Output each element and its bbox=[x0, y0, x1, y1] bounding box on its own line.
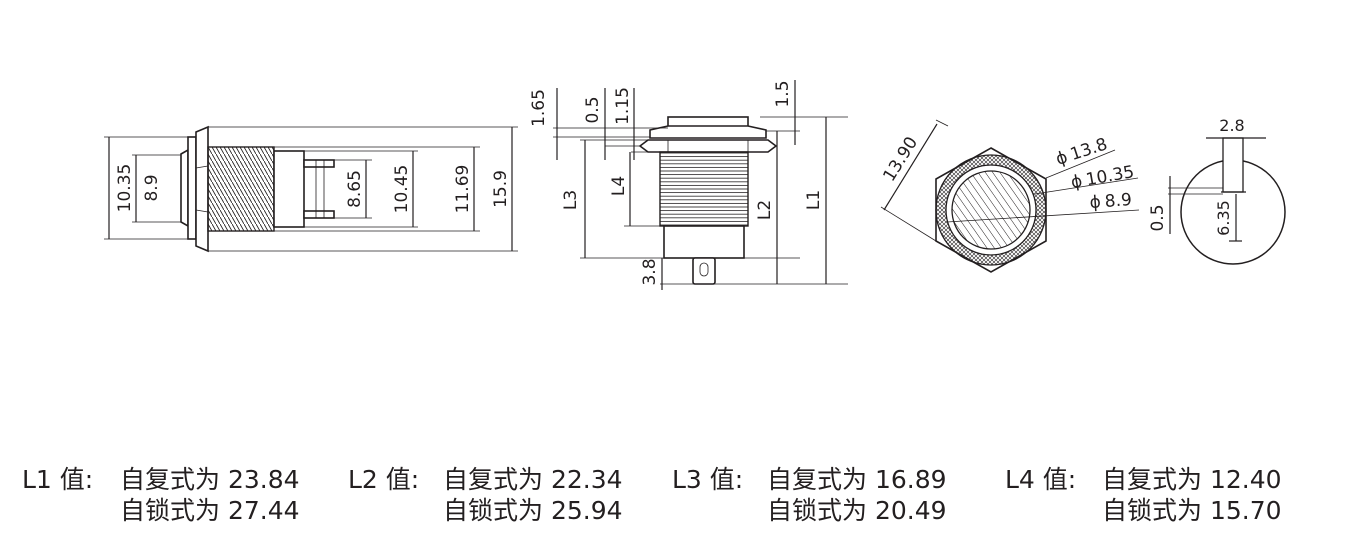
l3-reset: 自复式为 16.89 bbox=[767, 465, 947, 494]
l1-reset: 自复式为 23.84 bbox=[120, 465, 300, 494]
terminal-bottom bbox=[303, 210, 335, 219]
front-rear bbox=[663, 225, 745, 259]
front-nut bbox=[638, 139, 778, 153]
dim-0-5-cut: 0.5 bbox=[1148, 204, 1168, 231]
l3-label: L3 值: bbox=[672, 465, 743, 494]
dim-15-9: 15.9 bbox=[491, 170, 511, 208]
l4-latch: 自锁式为 15.70 bbox=[1102, 496, 1282, 525]
front-terminal bbox=[692, 257, 716, 285]
dim-8-65: 8.65 bbox=[345, 170, 365, 208]
hex-nut bbox=[195, 125, 209, 253]
dim-8-9: 8.9 bbox=[142, 174, 162, 201]
l1-label: L1 值: bbox=[22, 465, 93, 494]
side-view: 10.35 8.9 8.65 10.45 11.69 15.9 bbox=[104, 125, 518, 253]
dim-l3: L3 bbox=[561, 190, 581, 210]
dim-l4: L4 bbox=[609, 176, 629, 196]
l4-reset: 自复式为 12.40 bbox=[1102, 465, 1282, 494]
head-ring bbox=[187, 136, 197, 240]
dim-11-69: 11.69 bbox=[453, 165, 473, 214]
panel-cutout: 2.8 0.5 6.35 bbox=[1148, 116, 1286, 265]
dim-l1: L1 bbox=[804, 190, 824, 210]
dim-10-45: 10.45 bbox=[392, 165, 412, 214]
dim-phi-10-35: ϕ10.35 bbox=[1069, 162, 1135, 193]
dim-phi-13-8: ϕ13.8 bbox=[1053, 134, 1110, 169]
terminal-top bbox=[303, 159, 335, 168]
l2-latch: 自锁式为 25.94 bbox=[443, 496, 623, 525]
front-view: 1.65 0.5 1.15 1.5 L3 L4 L2 L1 3.8 bbox=[529, 80, 848, 290]
dim-6-35: 6.35 bbox=[1214, 200, 1233, 236]
dim-1-65: 1.65 bbox=[529, 89, 549, 127]
l1-latch: 自锁式为 27.44 bbox=[120, 496, 300, 525]
dim-3-8: 3.8 bbox=[640, 258, 660, 285]
dim-1-15: 1.15 bbox=[613, 87, 633, 125]
rear-body bbox=[273, 150, 305, 228]
dim-1-5: 1.5 bbox=[773, 80, 793, 107]
l3-latch: 自锁式为 20.49 bbox=[767, 496, 947, 525]
front-head bbox=[649, 125, 767, 139]
values-table: L1 值: 自复式为 23.84 自锁式为 27.44 L2 值: 自复式为 2… bbox=[22, 465, 1282, 525]
dim-l2: L2 bbox=[755, 200, 775, 220]
l2-reset: 自复式为 22.34 bbox=[443, 465, 623, 494]
button-cap bbox=[180, 148, 189, 228]
dim-2-8: 2.8 bbox=[1219, 116, 1244, 135]
l2-label: L2 值: bbox=[348, 465, 419, 494]
top-button bbox=[951, 170, 1031, 250]
l4-label: L4 值: bbox=[1005, 465, 1076, 494]
panel-key bbox=[1222, 137, 1244, 193]
dim-10-35: 10.35 bbox=[115, 164, 135, 213]
dim-0-5: 0.5 bbox=[583, 96, 603, 123]
